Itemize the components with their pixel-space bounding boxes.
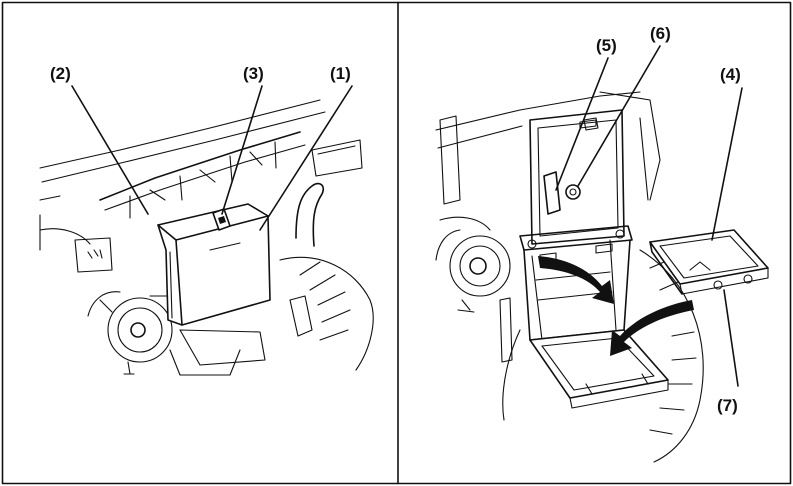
battery-cover-left — [157, 203, 271, 326]
label-4: (4) — [720, 65, 741, 84]
right-leaders — [555, 45, 743, 387]
right-panel: (5) (6) (4) (7) — [435, 24, 769, 463]
label-1: (1) — [330, 64, 351, 83]
label-2: (2) — [50, 64, 71, 83]
label-3: (3) — [243, 64, 264, 83]
battery-compartment — [519, 109, 694, 409]
label-7: (7) — [717, 396, 738, 415]
left-panel: (2) (3) (1) — [39, 64, 374, 376]
battery-removed — [649, 229, 769, 295]
tractor-body-right — [435, 91, 704, 463]
tractor-body-left — [39, 99, 374, 376]
left-leaders — [71, 85, 353, 231]
label-6: (6) — [650, 24, 671, 43]
label-5: (5) — [596, 36, 617, 55]
